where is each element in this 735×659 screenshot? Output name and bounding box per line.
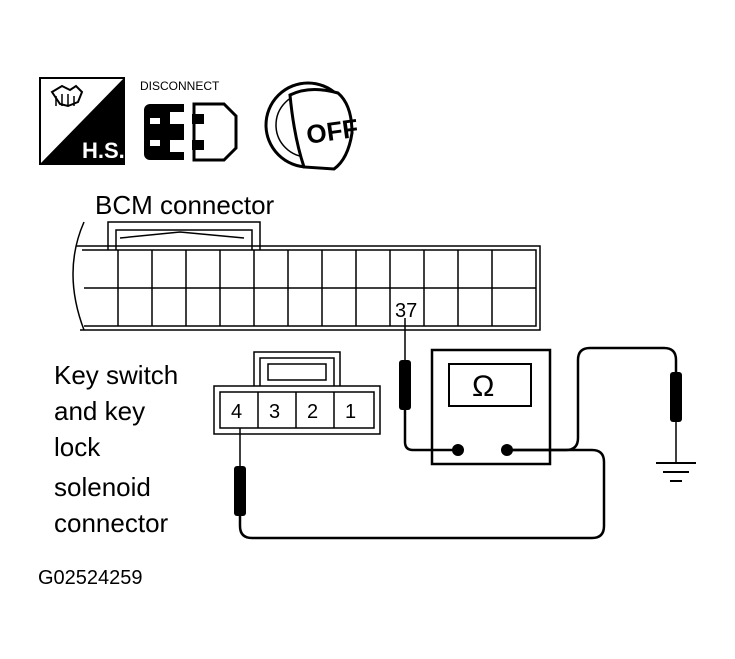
- disconnect-label: DISCONNECT: [140, 79, 220, 93]
- pin-2: 2: [307, 401, 318, 423]
- ohmmeter: Ω: [430, 348, 552, 466]
- bcm-connector: 37: [72, 221, 541, 331]
- pin-3: 3: [269, 401, 280, 423]
- probe-bcm: [399, 360, 411, 410]
- ignition-off-icon: OFF: [264, 81, 360, 171]
- pin-4: 4: [231, 401, 242, 423]
- key-switch-label-line-2: and key: [54, 396, 145, 426]
- key-switch-label-line-5: connector: [54, 508, 169, 538]
- pin-1: 1: [345, 401, 356, 423]
- key-switch-label-line-3: lock: [54, 432, 101, 462]
- bcm-connector-label: BCM connector: [95, 190, 275, 220]
- test-leads: [234, 318, 696, 540]
- hs-badge-icon: H.S.: [39, 77, 125, 165]
- figure-code: G02524259: [38, 567, 143, 589]
- bcm-terminal-37: 37: [395, 300, 417, 322]
- probe-key-switch: [234, 466, 246, 516]
- disconnect-icon: DISCONNECT: [140, 79, 238, 162]
- key-switch-label-line-1: Key switch: [54, 360, 178, 390]
- probe-ground: [670, 372, 682, 422]
- key-switch-connector: 4 3 2 1: [213, 351, 381, 435]
- ohm-symbol: Ω: [472, 370, 494, 403]
- key-switch-connector-label: Key switch and key lock solenoid connect…: [54, 360, 178, 538]
- hs-badge-label: H.S.: [82, 138, 125, 163]
- ground-icon: [656, 462, 696, 482]
- key-switch-label-line-4: solenoid: [54, 472, 151, 502]
- ignition-off-label: OFF: [304, 113, 360, 150]
